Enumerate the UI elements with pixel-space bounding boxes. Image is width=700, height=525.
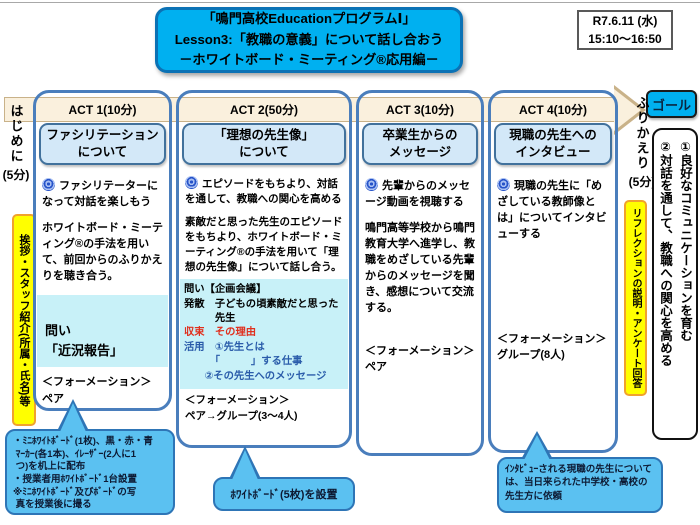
act3-formation: ＜フォーメーション＞ ペア	[365, 344, 475, 374]
lesson-goals-box: ①良好なコミュニケーションを育む ②対話を通して、教職への関心を高める	[652, 128, 698, 440]
act4-header-box: 現職の先生への インタビュー	[494, 123, 612, 165]
whiteboards-callout-text: ﾎﾜｲﾄﾎﾞｰﾄﾞ(5枚)を設置	[230, 489, 338, 501]
act4-formation: ＜フォーメーション＞ グループ(8人)	[497, 332, 607, 362]
interview-callout: ｲﾝﾀﾋﾞｭｰされる現職の先生については、当日来られた中学校・高校の先生方に依頼	[497, 457, 663, 513]
act1-question-text: 問い 「近況報告」	[45, 323, 124, 358]
materials-callout-tail-fill	[59, 403, 87, 434]
intro-duration: (5分)	[2, 168, 30, 182]
act2-plan-converge: 収束 その理由	[184, 327, 257, 339]
date-time-text: R7.6.11 (水) 15:10～16:50	[588, 14, 662, 46]
review-note-box: リフレクションの説明・アンケート回答	[624, 200, 647, 396]
act2-plan-apply: 活用 ①先生とは 「 」する仕事 ②その先生へのメッセージ	[184, 341, 327, 382]
act4-panel: 現職の先生への インタビュー 現職の先生に「めざしている教師像とは」についてイン…	[488, 90, 618, 453]
act3-label: ACT 3(10分)	[385, 103, 454, 117]
act1-label: ACT 1(10分)	[68, 103, 137, 117]
act4-objective-text: 現職の先生に「めざしている教師像とは」についてインタビューする	[497, 180, 607, 240]
act2-panel: 「理想の先生像」 について エピソードをもちより、対話を通して、教職への関心を高…	[176, 90, 352, 448]
timeline-arrow-head	[614, 89, 641, 131]
lesson-goals-text: ①良好なコミュニケーションを育む ②対話を通して、教職への関心を高める	[658, 139, 692, 367]
act2-description: 素敵だと思った先生のエピソードをもちより、ホワイトボード・ミーティング®の手法を…	[185, 216, 343, 273]
act2-label: ACT 2(50分)	[229, 103, 298, 117]
interview-callout-tail-fill	[523, 435, 551, 462]
timeline-arrow	[4, 97, 616, 122]
act2-header-box: 「理想の先生像」 について	[182, 123, 346, 165]
goal-label: ゴール	[651, 97, 691, 113]
act1-question-box: 問い 「近況報告」	[37, 294, 168, 368]
intro-phase-label: はじめに (5分)	[1, 104, 31, 183]
intro-note-text: 挨拶・スタッフ紹介(所属・氏名)等	[18, 233, 30, 407]
act1-header-text: ファシリテーション について	[46, 128, 159, 159]
act1-objective: ファシリテーターになって対話を楽しもう	[42, 178, 163, 211]
act3-header-text: 卒業生からの メッセージ	[382, 128, 458, 159]
title-box: 「鳴門高校EducationプログラムⅠ」 Lesson3:「教職の意義」につい…	[155, 7, 463, 73]
review-note-text: リフレクションの説明・アンケート回答	[630, 208, 641, 388]
review-label-text: ふりかえり	[634, 96, 650, 171]
act1-objective-text: ファシリテーターになって対話を楽しもう	[42, 180, 158, 208]
act2-plan-box: 問い【企画会議】 発散 子どもの頃素敵だと思った 先生 収束 その理由 活用 ①…	[180, 279, 348, 390]
spiral-icon	[42, 178, 55, 191]
act1-description: ホワイトボード・ミーティング®の手法を用いて、前回からのふりかえりを聴き合う。	[42, 221, 163, 282]
act2-objective: エピソードをもちより、対話を通して、教職への関心を高める	[185, 176, 343, 207]
act1-header-box: ファシリテーション について	[39, 123, 166, 165]
act4-header-text: 現職の先生への インタビュー	[509, 128, 597, 159]
act3-objective: 先輩からのメッセージ動画を視聴する	[365, 178, 475, 211]
intro-note-box: 挨拶・スタッフ紹介(所属・氏名)等	[12, 214, 36, 426]
review-duration: (5分)	[628, 175, 656, 189]
slide-top-border	[0, 2, 700, 3]
slide-title: 「鳴門高校EducationプログラムⅠ」 Lesson3:「教職の意義」につい…	[174, 11, 444, 68]
act3-description: 鳴門高等学校から鳴門教育大学へ進学し、教職をめざしている先輩からのメッセージを聞…	[365, 221, 475, 314]
whiteboards-callout-tail-fill	[231, 450, 259, 482]
act3-objective-text: 先輩からのメッセージ動画を視聴する	[365, 180, 470, 208]
act3-header-box: 卒業生からの メッセージ	[362, 123, 478, 165]
spiral-icon	[185, 176, 198, 189]
spiral-icon	[365, 178, 378, 191]
review-phase-label: ふりかえり (5分)	[628, 96, 656, 190]
materials-callout: ・ﾐﾆﾎﾜｲﾄﾎﾞｰﾄﾞ(1枚)、黒・赤・青 ﾏｰｶｰ(各1本)、ｲﾚｰｻﾞｰ(…	[5, 429, 175, 515]
act4-label: ACT 4(10分)	[518, 103, 587, 117]
spiral-icon	[497, 178, 510, 191]
act2-formation: ＜フォーメーション＞ ペア→グループ(3～4人)	[185, 394, 298, 422]
date-time-box: R7.6.11 (水) 15:10～16:50	[577, 10, 673, 50]
goal-box: ゴール	[646, 90, 697, 118]
act2-plan-question: 問い【企画会議】	[184, 284, 267, 296]
act2-objective-text: エピソードをもちより、対話を通して、教職への関心を高める	[185, 178, 342, 206]
act1-panel: ファシリテーション について ファシリテーターになって対話を楽しもう ホワイトボ…	[33, 90, 172, 411]
act2-plan-diverge: 発散 子どもの頃素敵だと思った 先生	[184, 298, 339, 324]
act4-objective: 現職の先生に「めざしている教師像とは」についてインタビューする	[497, 178, 609, 243]
whiteboards-callout: ﾎﾜｲﾄﾎﾞｰﾄﾞ(5枚)を設置	[213, 477, 355, 511]
act3-panel: 卒業生からの メッセージ 先輩からのメッセージ動画を視聴する 鳴門高等学校から鳴…	[356, 90, 484, 456]
intro-label-text: はじめに	[8, 104, 24, 164]
act2-header-text: 「理想の先生像」 について	[213, 128, 314, 159]
